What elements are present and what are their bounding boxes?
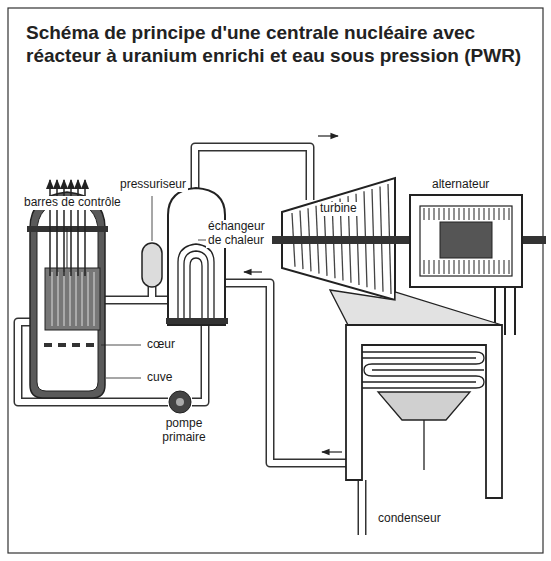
part-label: cœur [145,338,177,352]
part-label: pressuriseur [118,178,188,192]
part-label: condenseur [376,512,443,526]
diagram-title: Schéma de principe d'une centrale nucléa… [26,22,526,68]
exhaust-hood [330,290,502,325]
part-label: échangeur de chaleur [206,220,272,248]
part-label: barres de contrôle [22,196,123,210]
steam-generator [166,188,228,325]
part-label: alternateur [430,178,491,192]
part-label: cuve [145,371,174,385]
pressurizer [142,196,162,287]
part-label: turbine [318,202,359,216]
alternator [410,195,522,287]
frame [8,8,543,553]
reactor-vessel [27,192,108,398]
primary-pump [169,391,191,413]
control-rod [50,180,85,276]
leader-line [101,240,206,378]
part-label: pompe primaire [152,417,216,445]
condenser [346,325,502,498]
